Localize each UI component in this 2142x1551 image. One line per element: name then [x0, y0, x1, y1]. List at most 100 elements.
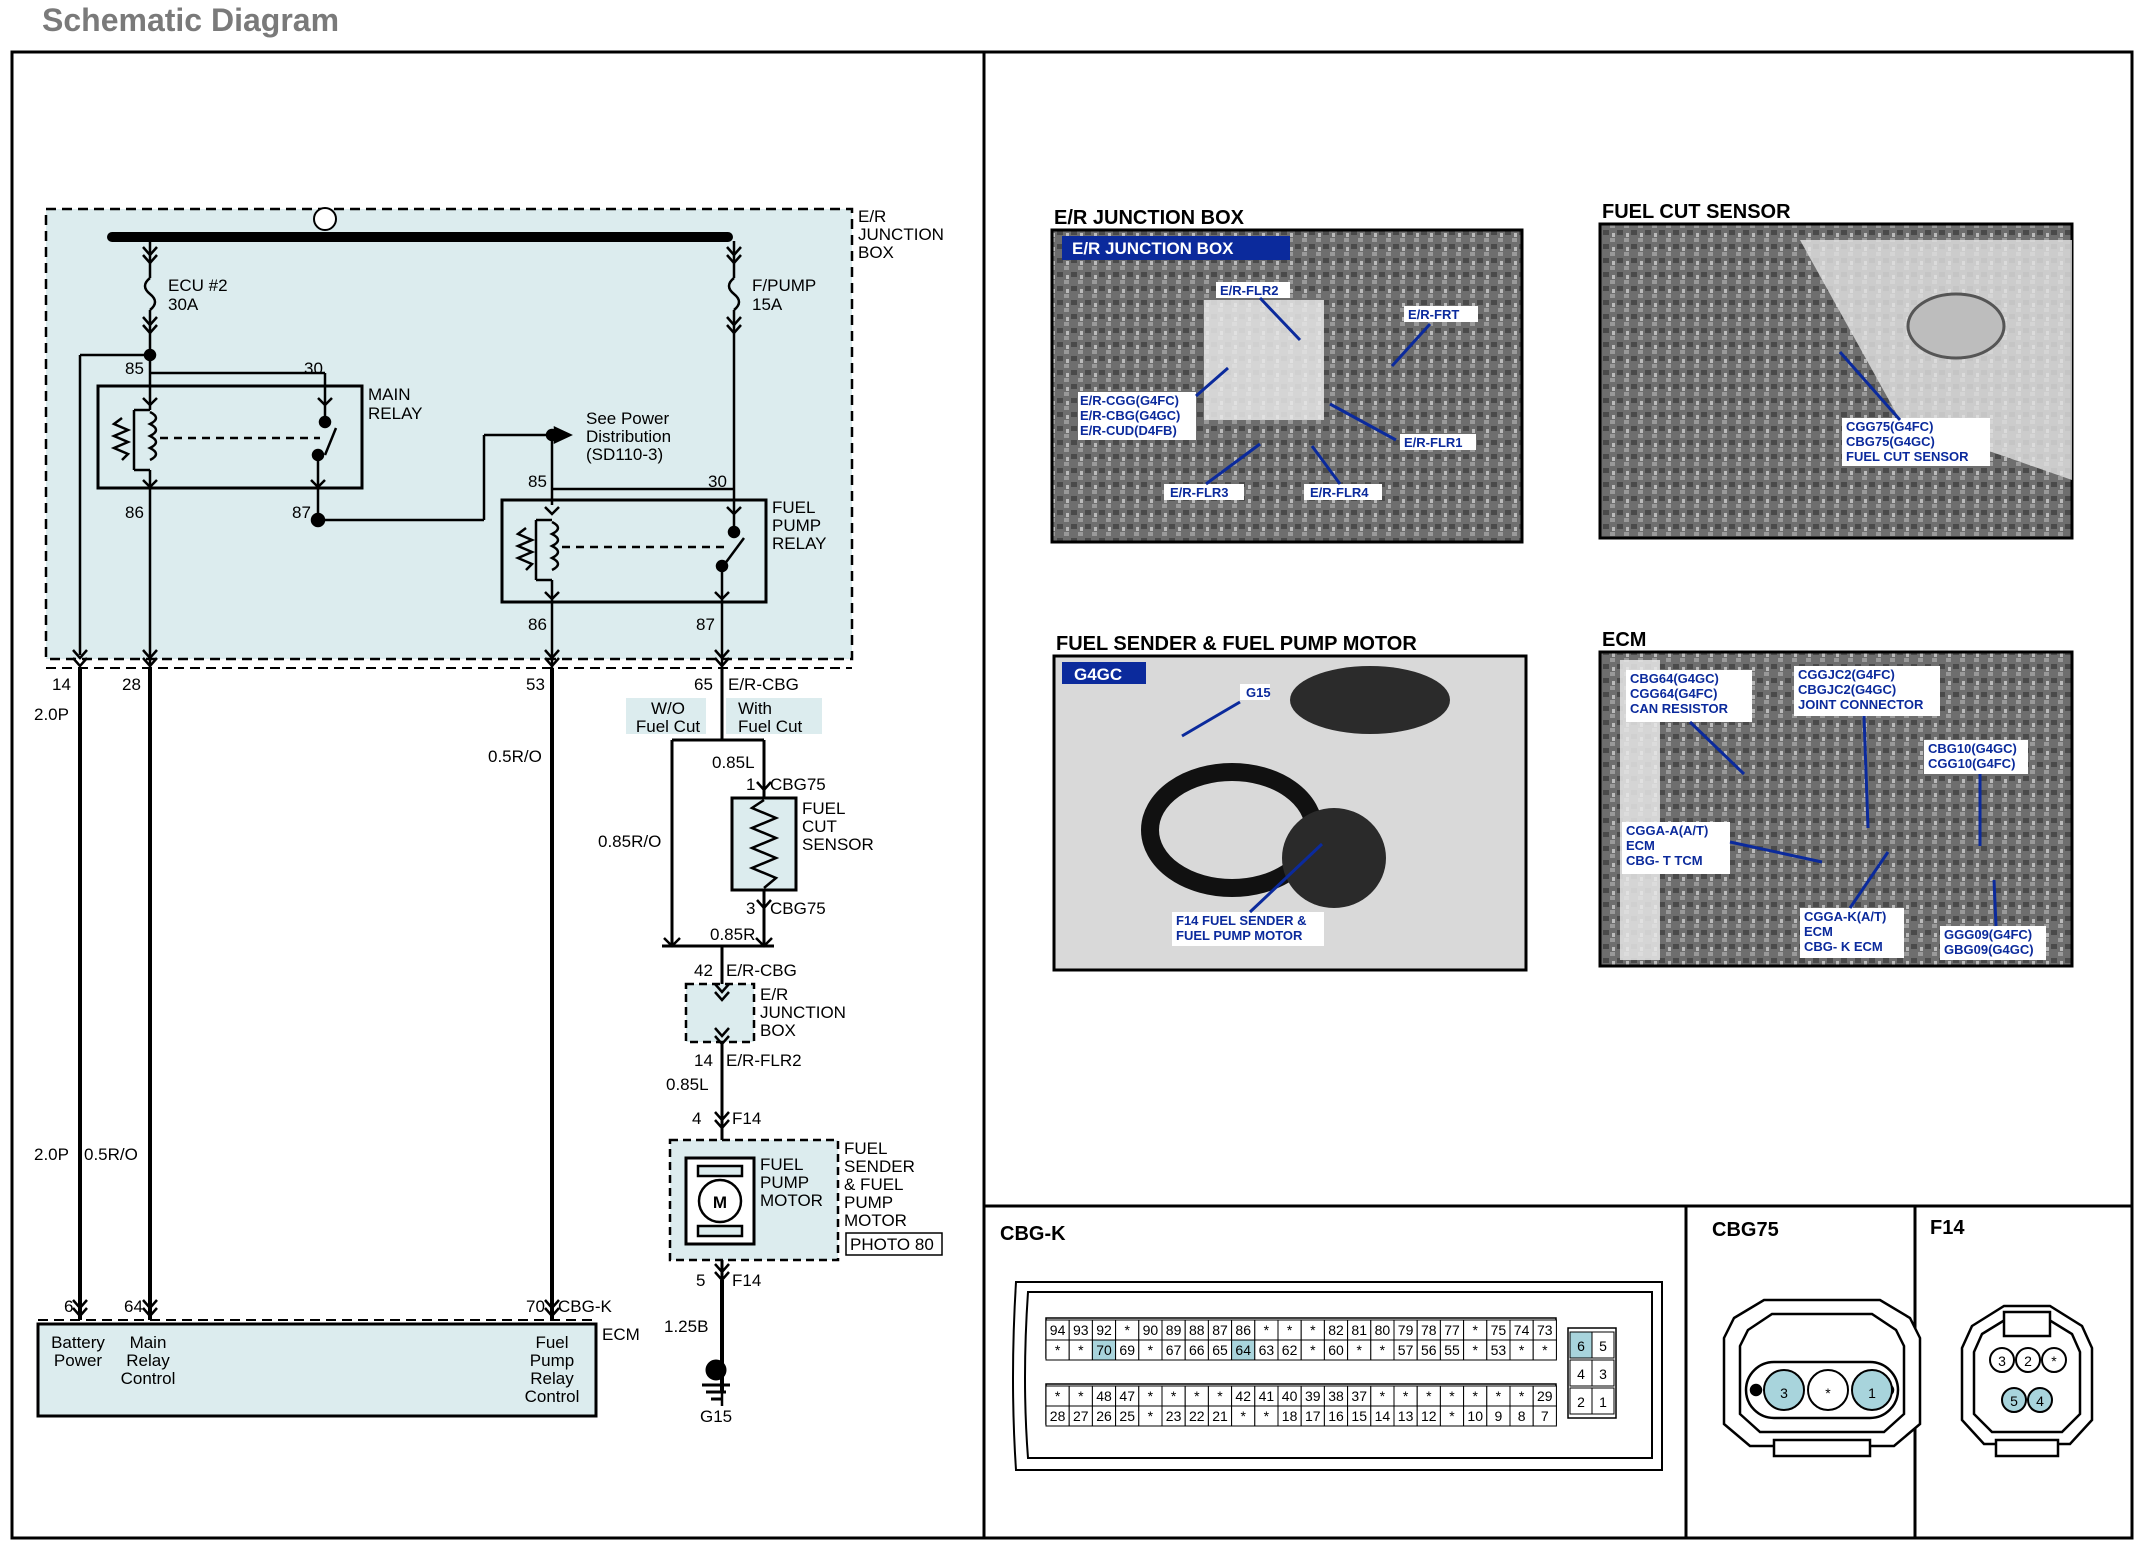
f14-pin — [2015, 1347, 2041, 1373]
jb-pin-65-conn: E/R-CBG — [728, 675, 799, 694]
cbgk-pin-label: 39 — [1305, 1388, 1321, 1404]
jb-output-wires — [46, 510, 852, 669]
cbgk-pin-label: 13 — [1398, 1408, 1414, 1424]
cbgk-pin-label: 86 — [1235, 1322, 1251, 1338]
cbgk-pin-label: * — [1264, 1322, 1270, 1338]
pump-outer-2: SENDER — [844, 1157, 915, 1176]
cbgk-pin-label: * — [1380, 1342, 1386, 1358]
photo-jb-l4: E/R-CUD(D4FB) — [1080, 423, 1177, 438]
jb-label-1: E/R — [858, 207, 886, 226]
ecm-pin70: 70 — [526, 1297, 545, 1316]
jb2-label-1: E/R — [760, 985, 788, 1004]
cbgk-pin-label: 55 — [1444, 1342, 1460, 1358]
jb-label-2: JUNCTION — [858, 225, 944, 244]
cbgk-pin-label: * — [1519, 1342, 1525, 1358]
cbgk-pin-label: 75 — [1491, 1322, 1507, 1338]
cbgk-pin-label: 8 — [1518, 1408, 1526, 1424]
photo-fs-tag: G4GC — [1074, 665, 1122, 684]
cbgk-pin-label: 9 — [1495, 1408, 1503, 1424]
main-relay-pin87: 87 — [292, 503, 311, 522]
ecm-box — [36, 1319, 598, 1418]
photo-jb-l5: E/R-FLR1 — [1404, 435, 1463, 450]
f14-pin-label: 2 — [2024, 1353, 2032, 1369]
jb2-label-3: BOX — [760, 1021, 796, 1040]
jb-pin-28: 28 — [122, 675, 141, 694]
photo-ecm-l1: CGG64(G4FC) — [1630, 686, 1717, 701]
photo-ecm-l4: CBGJC2(G4GC) — [1798, 682, 1896, 697]
cut-sensor-pin3: 3 — [746, 899, 755, 918]
photo-fcs-l2: FUEL CUT SENSOR — [1846, 449, 1969, 464]
see-power-1: See Power — [586, 409, 669, 428]
cbgk-pin-label: 18 — [1282, 1408, 1298, 1424]
cut-sensor-pin1: 1 — [746, 775, 755, 794]
f14-pin-label: * — [2051, 1353, 2057, 1369]
cbgk-side-label: 3 — [1599, 1366, 1607, 1382]
cbgk-pin-label: * — [1264, 1408, 1270, 1424]
with-fuel-cut-2: Fuel Cut — [738, 717, 803, 736]
ground-g15 — [702, 1359, 730, 1401]
cbgk-pin-label: 42 — [1235, 1388, 1251, 1404]
pump-inner-1: FUEL — [760, 1155, 803, 1174]
cut-sensor-label-1: FUEL — [802, 799, 845, 818]
cbgk-side-label: 1 — [1599, 1394, 1607, 1410]
cbgk-pin-label: 60 — [1328, 1342, 1344, 1358]
jb2-label-2: JUNCTION — [760, 1003, 846, 1022]
fuel-pump-relay — [500, 340, 768, 612]
jb-pin-14: 14 — [52, 675, 71, 694]
ecm-wires — [72, 668, 560, 1320]
photo-ecm-l9: ECM — [1626, 838, 1655, 853]
fp-relay-label-1: FUEL — [772, 498, 815, 517]
f14-pin — [2001, 1387, 2027, 1413]
cbgk-pin-label: * — [1078, 1342, 1084, 1358]
er-junction-box: E/R JUNCTION BOX — [44, 207, 944, 661]
photo-fs-title: FUEL SENDER & FUEL PUMP MOTOR — [1056, 633, 1417, 655]
cbgk-pin-label: 23 — [1166, 1408, 1182, 1424]
ground-label: G15 — [700, 1407, 732, 1426]
ecm-l1-2: Power — [54, 1351, 103, 1370]
wire-2p-bottom: 2.0P — [34, 1145, 69, 1164]
cbgk-pin-label: * — [1148, 1342, 1154, 1358]
wo-fuel-cut-1: W/O — [651, 699, 685, 718]
cut-sensor-conn3: CBG75 — [770, 899, 826, 918]
outer-frame — [10, 50, 2134, 1540]
cbgk-pin-label: * — [1078, 1388, 1084, 1404]
cbgk-pin-label: * — [1194, 1388, 1200, 1404]
cbgk-side-label: 2 — [1577, 1394, 1585, 1410]
main-relay-label-2: RELAY — [368, 404, 423, 423]
cbg75-pin-label: 1 — [1868, 1385, 1876, 1401]
cbgk-pin-label: 90 — [1143, 1322, 1159, 1338]
cbgk-pin-label: * — [1496, 1388, 1502, 1404]
photo-ecm-l0: CBG64(G4GC) — [1630, 671, 1719, 686]
pump-pin5: 5 — [696, 1271, 705, 1290]
cbgk-pin-label: 80 — [1375, 1322, 1391, 1338]
photo-ref-box — [845, 1232, 943, 1256]
main-relay-pin85: 85 — [125, 359, 144, 378]
page-title: Schematic Diagram — [42, 2, 340, 38]
ecm-pin64: 64 — [124, 1297, 143, 1316]
pump-outer-4: PUMP — [844, 1193, 893, 1212]
f14-pin — [2027, 1387, 2053, 1413]
fuse1-rating: 30A — [168, 295, 199, 314]
fuse-ecu2 — [142, 241, 158, 340]
wire-085l-top: 0.85L — [712, 753, 755, 772]
cbgk-side-label: 4 — [1577, 1366, 1585, 1382]
wire-125b: 1.25B — [664, 1317, 708, 1336]
f14-pin — [2041, 1347, 2067, 1373]
wire-085ro: 0.85R/O — [598, 832, 661, 851]
jb2-conn14: E/R-FLR2 — [726, 1051, 802, 1070]
fuel-cut-branch — [662, 668, 798, 1320]
cbgk-pin-label: 26 — [1096, 1408, 1112, 1424]
photo-fsender: G4GC G15 F14 FUEL SENDER & FUEL PUMP MOT… — [1052, 654, 1528, 972]
cbgk-pin-label: * — [1055, 1342, 1061, 1358]
cbgk-pin-label: * — [1403, 1388, 1409, 1404]
photo-fcs-l0: CGG75(G4FC) — [1846, 419, 1933, 434]
cbgk-pin-label: 87 — [1212, 1322, 1228, 1338]
fp-relay-pin30: 30 — [708, 472, 727, 491]
cbg75-pin-label: 3 — [1780, 1385, 1788, 1401]
see-power-3: (SD110-3) — [586, 445, 663, 464]
ecm-l3-2: Pump — [530, 1351, 574, 1370]
fp-relay-label-3: RELAY — [772, 534, 827, 553]
conn-cbgk-body — [1012, 1281, 1663, 1471]
cbgk-pin-label: * — [1310, 1342, 1316, 1358]
